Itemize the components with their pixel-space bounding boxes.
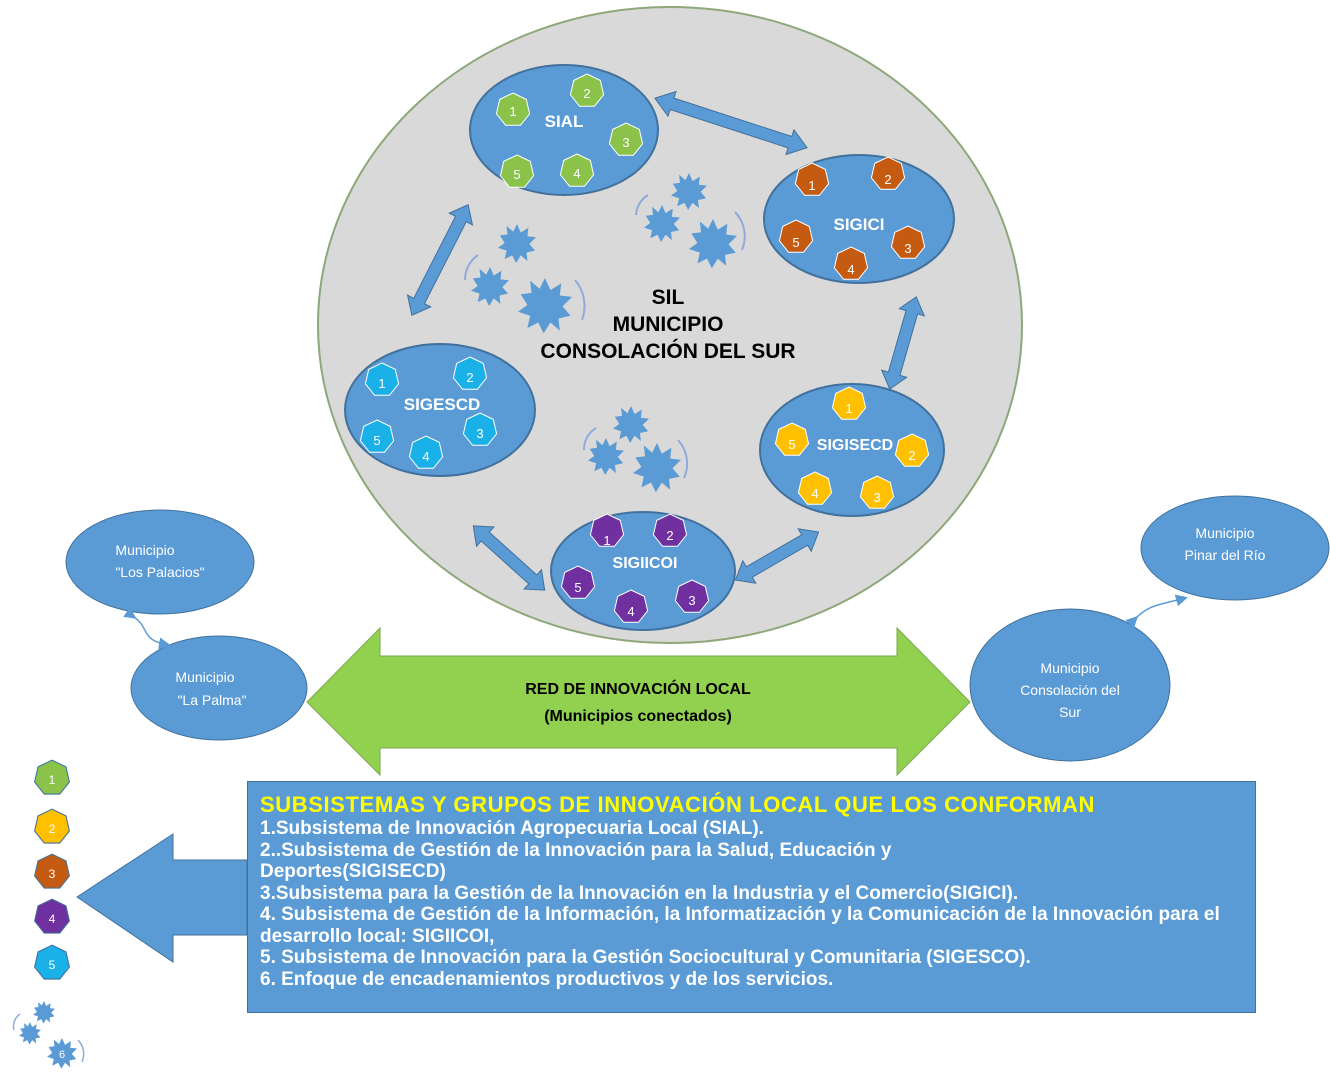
- red-line2: (Municipios conectados): [544, 708, 732, 725]
- sigescd-num-3: 3: [476, 426, 483, 441]
- sial-num-1: 1: [509, 104, 516, 119]
- sigici-num-5: 5: [792, 235, 799, 250]
- arrow-sial-sigescd: [406, 204, 474, 316]
- sigescd-num-4: 4: [422, 449, 429, 464]
- sigiicoi-label: SIGIICOI: [613, 555, 678, 572]
- legend-item-1: 1.Subsistema de Innovación Agropecuaria …: [260, 818, 764, 839]
- arrow-sial-sigici: [654, 90, 808, 156]
- center-line3: CONSOLACIÓN DEL SUR: [540, 339, 795, 363]
- sigescd-num-5: 5: [373, 433, 380, 448]
- legend-title: SUBSISTEMAS Y GRUPOS DE INNOVACIÓN LOCAL…: [260, 792, 1096, 817]
- red-innovacion-arrow: RED DE INNOVACIÓN LOCAL (Municipios cone…: [306, 626, 971, 777]
- subsystem-sigisecd: 1 2 3 4 5 SIGISECD: [759, 383, 945, 517]
- center-title: SIL MUNICIPIO CONSOLACIÓN DEL SUR: [540, 286, 795, 363]
- subsystem-sial: 1 2 3 4 5 SIAL: [469, 64, 659, 196]
- legend-icon-6-label: 6: [59, 1049, 65, 1061]
- consolacion-line2: Consolación del: [1020, 682, 1120, 698]
- los-palacios-line2: "Los Palacios": [115, 564, 204, 580]
- gears-icon-bottom: [582, 406, 689, 493]
- sial-num-3: 3: [622, 135, 629, 150]
- sigisecd-num-2: 2: [908, 448, 915, 463]
- sigici-num-3: 3: [904, 241, 911, 256]
- sial-num-4: 4: [573, 166, 580, 181]
- sigici-label: SIGICI: [833, 215, 884, 234]
- sigisecd-label: SIGISECD: [817, 437, 893, 454]
- sigici-num-1: 1: [808, 178, 815, 193]
- arrow-sigescd-sigiicoi: [472, 525, 546, 591]
- sigisecd-num-1: 1: [845, 401, 852, 416]
- arrow-sigiicoi-sigisecd: [734, 528, 820, 584]
- gears-icon-left: [463, 224, 586, 334]
- pinar-line1: Municipio: [1195, 525, 1254, 541]
- municipio-pinar: Municipio Pinar del Río: [1140, 495, 1330, 601]
- gears-icon-top: [635, 173, 746, 269]
- sigiicoi-num-5: 5: [574, 580, 581, 595]
- sigescd-num-2: 2: [466, 370, 473, 385]
- sigescd-label: SIGESCD: [404, 395, 481, 414]
- subsystem-sigiicoi: 1 2 3 4 5 SIGIICOI: [550, 511, 736, 631]
- consolacion-line3: Sur: [1059, 704, 1081, 720]
- sigici-num-4: 4: [847, 262, 854, 277]
- subsystem-sigescd: 1 2 3 4 5 SIGESCD: [344, 343, 536, 477]
- sigisecd-num-3: 3: [873, 490, 880, 505]
- la-palma-line2: "La Palma": [177, 692, 246, 708]
- legend-icon-2-label: 2: [49, 822, 56, 836]
- center-line1: SIL: [652, 286, 685, 309]
- sigiicoi-num-2: 2: [666, 528, 673, 543]
- sigisecd-num-4: 4: [811, 486, 818, 501]
- connector-palacios-palma: [123, 606, 171, 650]
- legend-gears-icon: 6: [12, 1001, 85, 1069]
- legend-item-4: 4. Subsistema de Gestión de la Informaci…: [260, 904, 1220, 947]
- legend-icon-5-label: 5: [49, 958, 56, 972]
- consolacion-line1: Municipio: [1040, 660, 1099, 676]
- legend-pointer-arrow: [76, 833, 248, 963]
- municipio-los-palacios: Municipio "Los Palacios": [65, 509, 255, 615]
- legend-item-2: 2..Subsistema de Gestión de la Innovació…: [260, 839, 892, 883]
- municipio-consolacion: Municipio Consolación del Sur: [969, 608, 1171, 762]
- legend-icon-1-label: 1: [49, 773, 56, 787]
- sigisecd-num-5: 5: [788, 437, 795, 452]
- subsystem-sigici: 1 2 3 4 5 SIGICI: [763, 154, 955, 284]
- sial-label: SIAL: [545, 112, 584, 131]
- legend-item-6: 6. Enfoque de encadenamientos productivo…: [260, 968, 834, 990]
- red-line1: RED DE INNOVACIÓN LOCAL: [525, 679, 751, 698]
- la-palma-line1: Municipio: [175, 669, 234, 685]
- municipio-la-palma: Municipio "La Palma": [130, 635, 308, 741]
- legend-item-5: 5. Subsistema de Innovación para la Gest…: [260, 947, 1031, 968]
- legend-icon-3-label: 3: [49, 867, 56, 881]
- sigici-num-2: 2: [884, 172, 891, 187]
- legend-box: SUBSISTEMAS Y GRUPOS DE INNOVACIÓN LOCAL…: [247, 781, 1256, 1013]
- sigiicoi-num-1: 1: [603, 533, 610, 548]
- sial-num-5: 5: [513, 167, 520, 182]
- legend-icons: 1 2 3 4 5 6: [12, 759, 85, 1069]
- sial-num-2: 2: [583, 86, 590, 101]
- pinar-line2: Pinar del Río: [1185, 547, 1266, 563]
- sigiicoi-num-4: 4: [627, 604, 634, 619]
- legend-icon-4-label: 4: [49, 912, 56, 926]
- sigescd-num-1: 1: [378, 376, 385, 391]
- legend-item-3: 3.Subsistema para la Gestión de la Innov…: [260, 882, 1019, 904]
- connector-consolacion-pinar: [1125, 594, 1188, 629]
- arrow-sigici-sigisecd: [880, 296, 926, 390]
- center-line2: MUNICIPIO: [613, 313, 724, 336]
- sigiicoi-num-3: 3: [688, 593, 695, 608]
- los-palacios-line1: Municipio: [115, 542, 174, 558]
